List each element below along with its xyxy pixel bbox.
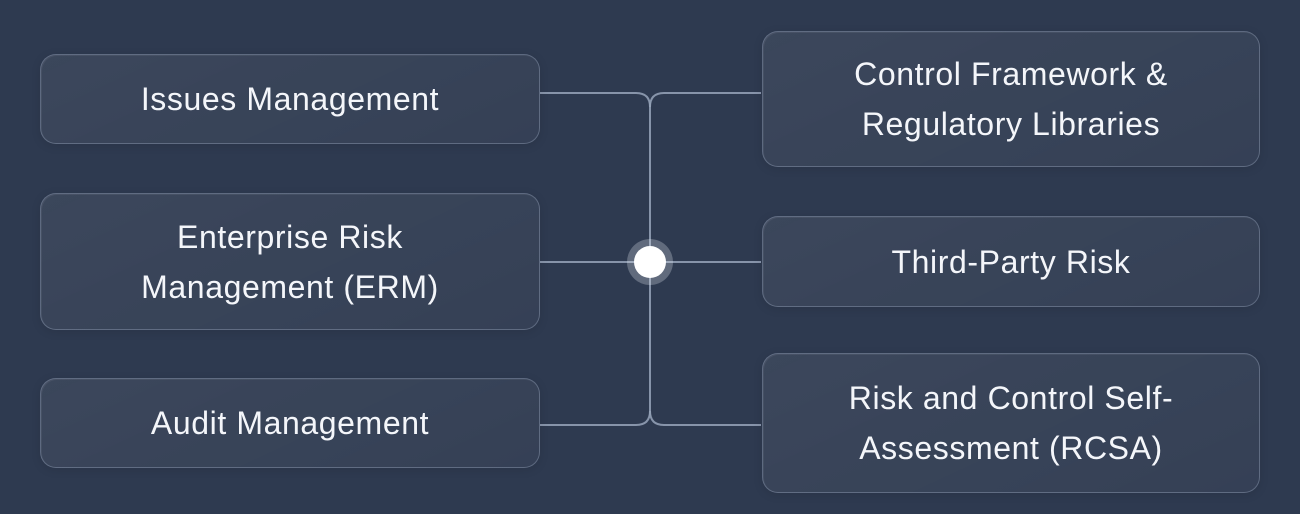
node-label: Enterprise Risk Management (ERM) <box>141 218 439 305</box>
connector-bottom-left <box>540 410 651 426</box>
connector-top-right <box>649 92 761 108</box>
node-label: Third-Party Risk <box>891 243 1131 280</box>
node-third-party-risk: Third-Party Risk <box>762 216 1260 307</box>
node-label: Control Framework & Regulatory Libraries <box>854 56 1168 142</box>
node-label: Audit Management <box>150 405 430 441</box>
node-control-framework-regulatory-libraries: Control Framework & Regulatory Libraries <box>762 31 1260 167</box>
node-audit-management: Audit Management <box>40 378 540 468</box>
connector-top-left <box>540 92 651 108</box>
node-risk-control-self-assessment: Risk and Control Self-Assessment (RCSA) <box>762 353 1260 493</box>
node-issues-management: Issues Management <box>40 54 540 144</box>
node-label: Risk and Control Self-Assessment (RCSA) <box>848 380 1174 466</box>
node-enterprise-risk-management: Enterprise Risk Management (ERM) <box>40 193 540 330</box>
node-label: Issues Management <box>140 81 440 117</box>
connector-bottom-right <box>649 410 761 426</box>
hub-node <box>634 246 666 278</box>
